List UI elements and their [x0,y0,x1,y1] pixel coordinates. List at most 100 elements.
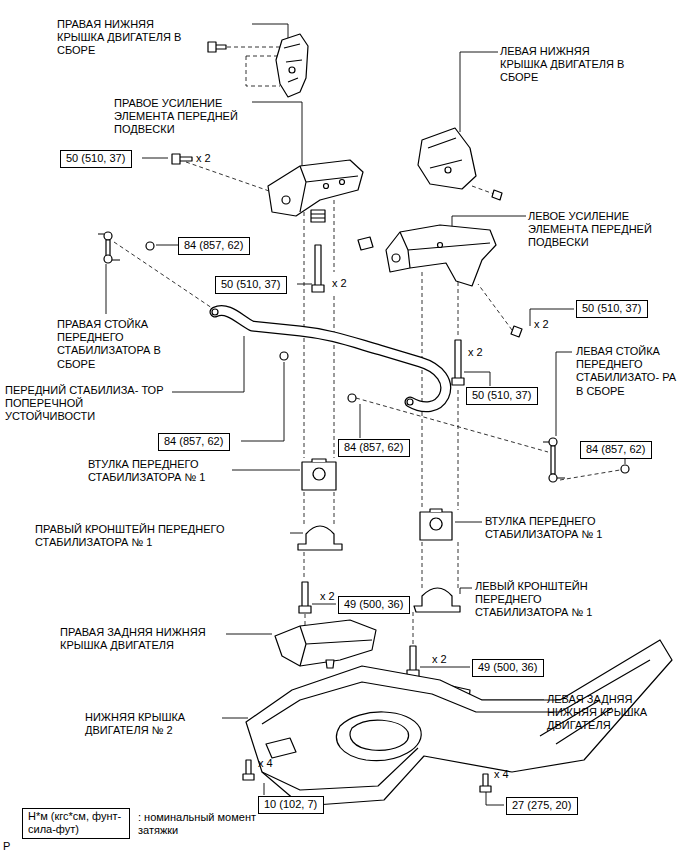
part-name: ЛЕВЫЙ КРОНШТЕЙН ПЕРЕДНЕГО СТАБИЛИЗАТОРА … [475,580,615,620]
leader-line [264,783,265,795]
stabilizer-link [551,446,555,474]
right-reinforcement [324,184,329,189]
leader-line [460,588,472,594]
torque-box: 49 (500, 36) [472,659,544,677]
stabilizer-bar [215,311,446,407]
stabilizer-link [104,232,112,240]
right-reinforcement [340,180,345,185]
leader-line [241,362,284,441]
assembly-line [304,552,305,580]
stabilizer-bar [212,309,446,407]
torque-value: 50 (510, 37) [472,389,532,402]
stabilizer-link [543,442,565,478]
bolt-symbol [243,760,254,780]
assembly-line [422,272,423,590]
bolt-symbol [208,42,226,52]
stabilizer-bracket [414,588,460,612]
leader-line [297,284,312,285]
torque-box: 50 (510, 37) [60,150,132,168]
torque-value: 84 (857, 62) [164,435,224,448]
stabilizer-link [549,438,557,446]
engine-under-cover [350,720,409,750]
stabilizer-bushing [312,459,326,480]
assembly-line [478,284,512,330]
leader-line [420,667,470,668]
torque-value: 50 (510, 37) [66,152,126,165]
left-reinforcement [511,326,522,337]
stabilizer-bar [348,394,356,402]
leader-line [556,352,572,436]
stabilizer-bar [215,311,446,407]
torque-value: 84 (857, 62) [344,441,404,454]
part-name: P [3,840,10,853]
leader-line [226,634,272,635]
right-reinforcement [172,154,363,292]
right-rear-cover [275,620,376,668]
leader-line [106,264,107,314]
quantity-mark: x 2 [534,318,549,331]
left-reinforcement [452,340,464,385]
bolt-symbol [208,42,226,52]
leader-line [486,792,504,805]
part-name: ПРАВАЯ СТОЙКА ПЕРЕДНЕГО СТАБИЛИЗАТОРА В … [57,318,182,371]
torque-box: 49 (500, 36) [338,596,410,614]
stabilizer-link [146,242,154,250]
right-reinforcement [300,166,358,212]
part-name: ПРАВЫЙ КРОНШТЕЙН ПЕРЕДНЕГО СТАБИЛИЗАТОРА… [35,523,285,549]
left-engine-cover [418,128,476,189]
stabilizer-bar [280,352,288,360]
stabilizer-link [106,240,110,256]
part-name: ПРАВОЕ УСИЛЕНИЕ ЭЛЕМЕНТА ПЕРЕДНЕЙ ПОДВЕС… [114,97,252,137]
torque-value: 49 (500, 36) [478,661,538,674]
bolt-symbol [407,646,419,677]
stabilizer-bar [407,399,413,405]
torque-value: 84 (857, 62) [184,239,244,252]
right-reinforcement [312,245,324,292]
part-name: ВТУЛКА ПЕРЕДНЕГО СТАБИЛИЗАТОРА № 1 [88,458,228,484]
part-name: ПРАВАЯ ЗАДНЯЯ НИЖНЯЯ КРЫШКА ДВИГАТЕЛЯ [60,626,222,652]
torque-box: 84 (857, 62) [338,439,410,457]
part-name: ЛЕВАЯ ЗАДНЯЯ НИЖНЯЯ КРЫШКА ДВИГАТЕЛЯ [547,693,679,733]
quantity-mark: x 4 [494,768,509,781]
bolt-symbol [480,774,491,792]
quantity-mark: x 4 [258,757,273,770]
right-engine-cover [276,34,308,97]
left-reinforcement [438,243,443,248]
part-name: : номинальный момент затяжки [138,811,263,837]
torque-value: 10 (102, 7) [264,798,318,811]
assembly-line [413,612,414,644]
left-reinforcement [386,225,496,286]
right-reinforcement [172,154,192,164]
leader-line [232,470,300,471]
left-reinforcement [358,237,373,250]
leader-line [455,522,482,523]
torque-value: 84 (857, 62) [586,443,646,456]
left-engine-cover [428,138,462,168]
right-engine-cover [284,44,302,82]
leader-line [222,718,248,719]
assembly-line [220,47,282,48]
stabilizer-link [104,255,112,263]
stabilizer-link [621,465,629,473]
assembly-line [472,186,494,194]
torque-box: 27 (275, 20) [506,797,578,815]
leader-line [460,52,498,132]
quantity-mark: x 2 [196,152,211,165]
quantity-mark: x 2 [332,277,347,290]
part-name: ВТУЛКА ПЕРЕДНЕГО СТАБИЛИЗАТОРА № 1 [485,515,630,541]
part-name: ЛЕВАЯ СТОЙКА ПЕРЕДНЕГО СТАБИЛИЗАТО- РА В… [576,345,680,398]
stabilizer-bracket [298,526,342,550]
leader-line [625,459,626,464]
torque-value: 27 (275, 20) [512,799,572,812]
leader-line [172,336,244,392]
left-engine-cover [418,128,502,200]
right-reinforcement [311,210,325,222]
quantity-mark: x 2 [320,590,335,603]
assembly-line [114,47,620,726]
right-engine-cover [276,34,308,97]
left-engine-cover [492,190,502,200]
torque-box: 10 (102, 7) [258,796,324,814]
right-engine-cover [289,67,295,73]
leader-line [252,24,288,40]
torque-box: Н*м (кгс*см, фунт-сила-фут) [22,808,130,839]
